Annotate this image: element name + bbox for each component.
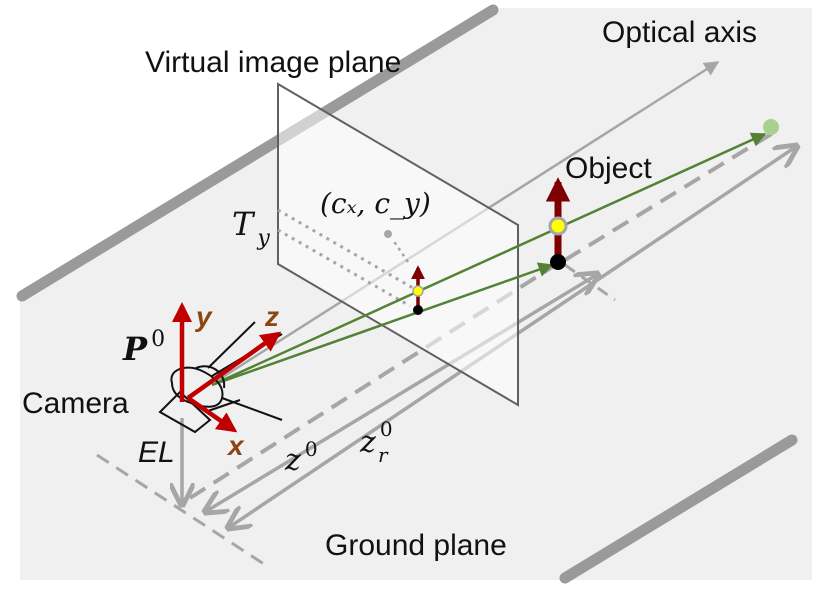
ground-reference-dashed [96, 453, 271, 570]
axis-label-z: z [264, 301, 279, 332]
z0-label: z 0 [284, 437, 318, 478]
projected-top-point [412, 285, 424, 297]
principal-point-dotted [391, 239, 410, 263]
principal-point-dot [384, 230, 392, 238]
el-label: EL [138, 436, 175, 469]
optical-axis-label: Optical axis [602, 16, 757, 49]
ty-dotted-line-1 [277, 208, 414, 290]
p0-sup: 0 [151, 327, 165, 352]
object-label: Object [565, 152, 652, 185]
zr0-label: z 0 r [359, 417, 397, 467]
z0-base: z [284, 443, 301, 478]
ty-label: T y [232, 205, 270, 251]
principal-point-label: (cₓ, c_y) [320, 187, 431, 220]
zr0-sup: 0 [380, 417, 393, 441]
ground-plane-label: Ground plane [325, 529, 507, 562]
ty-base: T [232, 205, 256, 243]
p0-base: P [122, 330, 148, 368]
ty-dotted-line-2 [277, 228, 411, 308]
zr0-sub: r [378, 443, 389, 467]
p0-label: P 0 [122, 327, 165, 368]
object-foot-point [550, 254, 566, 270]
axis-label-x: x [226, 430, 245, 461]
ray-to-object-foot [211, 262, 554, 387]
z0-sup: 0 [305, 437, 318, 461]
axis-label-y: y [194, 301, 213, 332]
camera-label: Camera [22, 387, 129, 420]
camera-axis-x [186, 396, 238, 433]
ty-sub: y [256, 226, 270, 251]
far-ground-point [763, 119, 779, 135]
object-top-point [548, 216, 568, 236]
ray-to-far-point [211, 132, 767, 387]
camera-axis-z [186, 331, 282, 400]
zr0-base: z [359, 425, 376, 460]
virtual-image-plane-label: Virtual image plane [145, 46, 401, 79]
virtual-image-plane [277, 82, 519, 407]
projected-foot-point [413, 305, 423, 315]
